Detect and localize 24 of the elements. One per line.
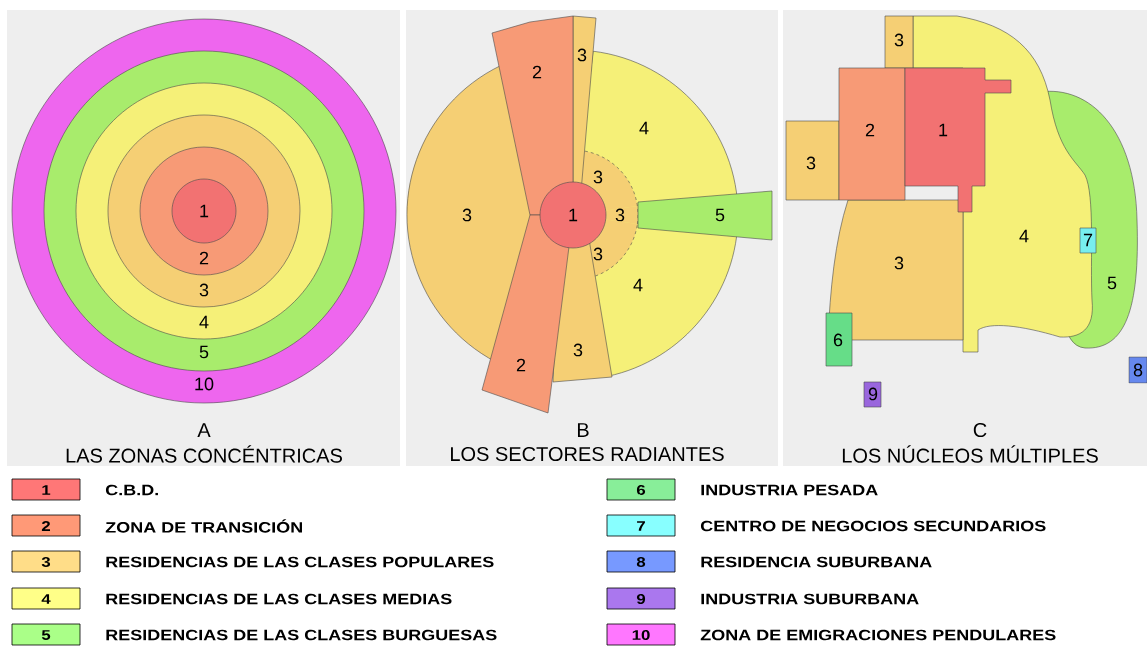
legend-label: RESIDENCIAS DE LAS CLASES POPULARES bbox=[106, 556, 494, 568]
panel-title: LAS ZONAS CONCÉNTRICAS bbox=[66, 445, 342, 463]
wedge: 5 bbox=[637, 190, 773, 241]
legend-label: ZONA DE TRANSICIÓN bbox=[105, 519, 302, 533]
zone-area: 3 bbox=[785, 120, 840, 201]
legend-label: INDUSTRIA PESADA bbox=[701, 484, 878, 496]
small-square: 9 bbox=[863, 381, 882, 408]
zone-area: 3 bbox=[884, 15, 914, 69]
node-label: 3 bbox=[593, 247, 603, 261]
legend-label: RESIDENCIAS DE LAS CLASES MEDIAS bbox=[106, 593, 452, 605]
panel-letter: B bbox=[578, 423, 589, 437]
panel-title: LOS NÚCLEOS MÚLTIPLES bbox=[842, 445, 1098, 463]
legend-label: CENTRO DE NEGOCIOS SECUNDARIOS bbox=[700, 520, 1046, 532]
legend-label: RESIDENCIAS DE LAS CLASES BURGUESAS bbox=[106, 629, 497, 641]
panel-letter: A bbox=[197, 423, 211, 437]
legend-label: C.B.D. bbox=[105, 484, 158, 496]
panel-title: LOS SECTORES RADIANTES bbox=[451, 446, 724, 462]
legend-label: RESIDENCIA SUBURBANA bbox=[701, 556, 932, 568]
small-square: 6 bbox=[825, 312, 853, 367]
panel-letter: C bbox=[973, 422, 987, 438]
zone-area: 1 bbox=[904, 67, 1012, 213]
zone-area: 2 bbox=[838, 67, 906, 201]
legend-label: ZONA DE EMIGRACIONES PENDULARES bbox=[700, 629, 1056, 641]
legend-label: INDUSTRIA SUBURBANA bbox=[701, 593, 919, 605]
